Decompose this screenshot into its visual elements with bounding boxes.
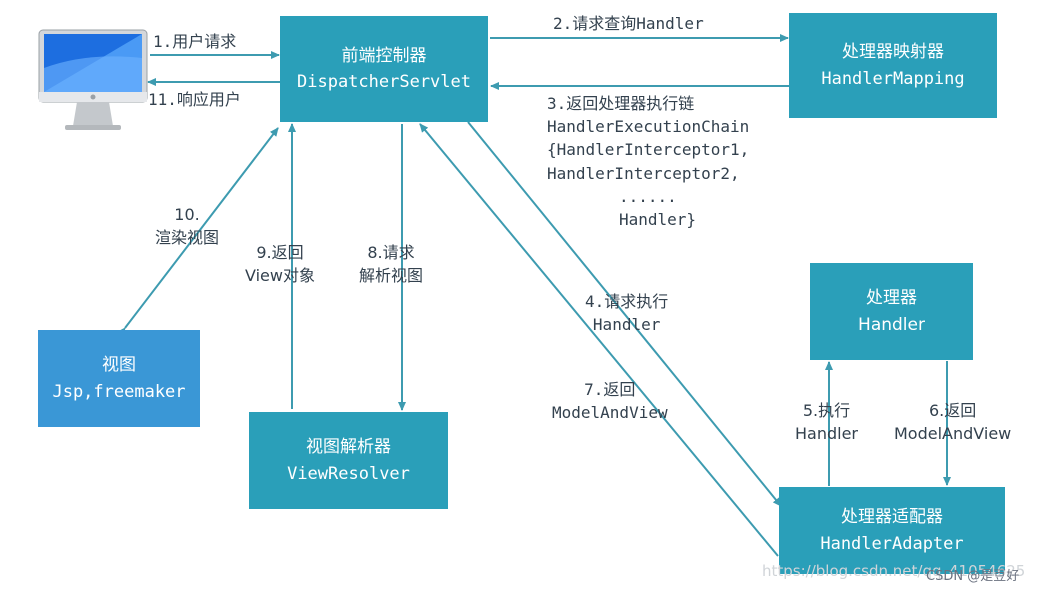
adapter-subtitle: HandlerAdapter	[820, 533, 964, 554]
step-5-line-2: Handler	[795, 424, 858, 444]
step-1-label: 1.用户请求	[153, 32, 237, 51]
step-4-line-1: 4.请求执行	[585, 292, 669, 311]
step-3-line-6: Handler}	[619, 209, 697, 229]
step-11-label: 11.响应用户	[148, 90, 241, 109]
step-8-line-2: 解析视图	[359, 266, 424, 286]
step-7-line-2: ModelAndView	[552, 403, 668, 423]
resolver-title: 视图解析器	[306, 437, 391, 458]
step-2-label: 2.请求查询Handler	[553, 14, 704, 33]
dispatcher-servlet-box: 前端控制器 DispatcherServlet	[280, 16, 488, 122]
step-10-line-1: 10.	[174, 205, 200, 224]
step-10-line-2: 渲染视图	[155, 228, 220, 248]
monitor-icon	[38, 29, 148, 130]
adapter-title: 处理器适配器	[841, 507, 943, 528]
handler-subtitle: Handler	[858, 314, 925, 335]
step-7-label: 7.返回 ModelAndView	[552, 378, 668, 424]
mapping-title: 处理器映射器	[842, 42, 944, 63]
step-5-line-1: 5.执行	[802, 401, 851, 420]
step-3-label: 3.返回处理器执行链 HandlerExecutionChain {Handle…	[547, 92, 749, 231]
view-subtitle: Jsp,freemaker	[52, 381, 186, 402]
handler-box: 处理器 Handler	[810, 263, 973, 360]
watermark-url: https://blog.csdn.net/qq_41054625	[762, 562, 1026, 580]
view-title: 视图	[102, 355, 136, 376]
step-9-line-1: 9.返回	[256, 243, 304, 262]
step-3-line-1: 3.返回处理器执行链	[547, 94, 695, 113]
step-8-line-1: 8.请求	[367, 243, 415, 262]
dispatcher-title: 前端控制器	[341, 45, 427, 66]
step-3-line-4: HandlerInterceptor2,	[547, 163, 740, 183]
arrow-10-render	[116, 127, 279, 337]
step-6-line-1: 6.返回	[928, 401, 977, 420]
step-6-label: 6.返回 ModelAndView	[894, 399, 1011, 445]
step-10-label: 10. 渲染视图	[155, 203, 219, 249]
arrow-7-return-mav	[419, 123, 779, 557]
step-8-label: 8.请求 解析视图	[359, 241, 423, 287]
view-resolver-box: 视图解析器 ViewResolver	[249, 412, 448, 509]
step-4-line-2: Handler	[592, 315, 661, 335]
step-7-line-1: 7.返回	[584, 380, 636, 399]
handler-title: 处理器	[866, 288, 917, 309]
step-3-line-2: HandlerExecutionChain	[547, 117, 750, 137]
step-6-line-2: ModelAndView	[894, 424, 1012, 444]
step-5-label: 5.执行 Handler	[795, 399, 858, 445]
step-4-label: 4.请求执行 Handler	[585, 290, 668, 336]
mapping-subtitle: HandlerMapping	[821, 68, 965, 89]
resolver-subtitle: ViewResolver	[287, 463, 410, 484]
dispatcher-subtitle: DispatcherServlet	[297, 72, 471, 92]
handler-mapping-box: 处理器映射器 HandlerMapping	[789, 13, 997, 118]
handler-adapter-box: 处理器适配器 HandlerAdapter	[779, 487, 1005, 574]
step-3-line-3: {HandlerInterceptor1,	[547, 140, 750, 160]
step-9-line-2: View对象	[245, 266, 315, 286]
step-3-line-5: ......	[619, 186, 677, 206]
view-box: 视图 Jsp,freemaker	[38, 330, 200, 427]
arrow-4-execute-handler	[467, 121, 782, 507]
watermark-csdn: CSDN @是豆好	[926, 569, 1020, 584]
step-9-label: 9.返回 View对象	[245, 241, 315, 287]
